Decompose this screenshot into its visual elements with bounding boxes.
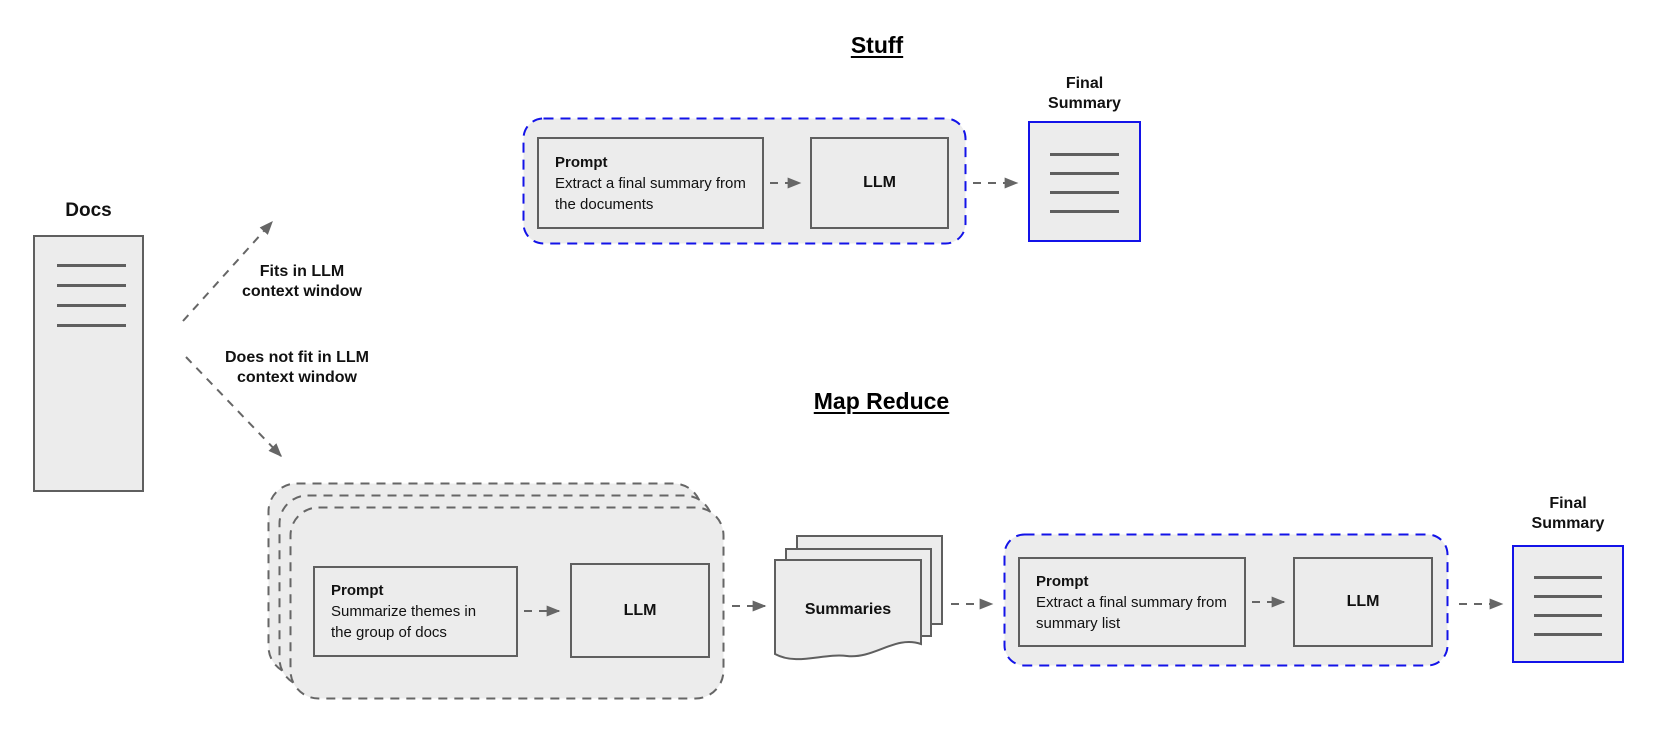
docs-text-lines (57, 264, 126, 327)
text-line (1534, 595, 1602, 598)
text-line (1050, 153, 1119, 156)
final-summary-text-lines (1050, 153, 1119, 213)
stuff-prompt-box: Prompt Extract a final summary from the … (537, 137, 764, 229)
map-llm-box: LLM (570, 563, 710, 658)
map-final-summary-title: Final Summary (1531, 495, 1605, 532)
map-final-summary-document (1512, 545, 1624, 663)
reduce-llm-box: LLM (1293, 557, 1433, 647)
text-line (1050, 191, 1119, 194)
branch-label-fits: Fits in LLM context window (242, 263, 362, 300)
text-line (1534, 633, 1602, 636)
docs-title: Docs (65, 200, 112, 221)
reduce-prompt-box: Prompt Extract a final summary from summ… (1018, 557, 1246, 647)
summaries-title: Summaries (804, 601, 892, 618)
prompt-body: Summarize themes in the group of docs (331, 603, 477, 641)
prompt-title: Prompt (555, 153, 608, 171)
text-line (57, 324, 126, 327)
text-line (1050, 210, 1119, 213)
prompt-title: Prompt (331, 582, 384, 599)
prompt-title: Prompt (1036, 572, 1089, 590)
stuff-llm-box: LLM (810, 137, 949, 229)
stuff-section-title: Stuff (850, 32, 904, 58)
text-line (57, 304, 126, 307)
prompt-body: Extract a final summary from summary lis… (1036, 593, 1227, 632)
final-summary-text-lines (1534, 576, 1602, 636)
text-line (1534, 614, 1602, 617)
text-line (1050, 172, 1119, 175)
text-line (1534, 576, 1602, 579)
stuff-final-summary-document (1028, 121, 1141, 242)
prompt-body: Extract a final summary from the documen… (555, 174, 746, 213)
text-line (57, 264, 126, 267)
map-prompt-box: Prompt Summarize themes in the group of … (313, 566, 518, 657)
branch-label-does-not-fit: Does not fit in LLM context window (225, 349, 369, 386)
stuff-final-summary-title: Final Summary (1048, 75, 1121, 112)
summaries-document-front (774, 559, 922, 661)
docs-document-shape (33, 235, 144, 492)
map-reduce-section-title: Map Reduce (813, 388, 950, 414)
text-line (57, 284, 126, 287)
